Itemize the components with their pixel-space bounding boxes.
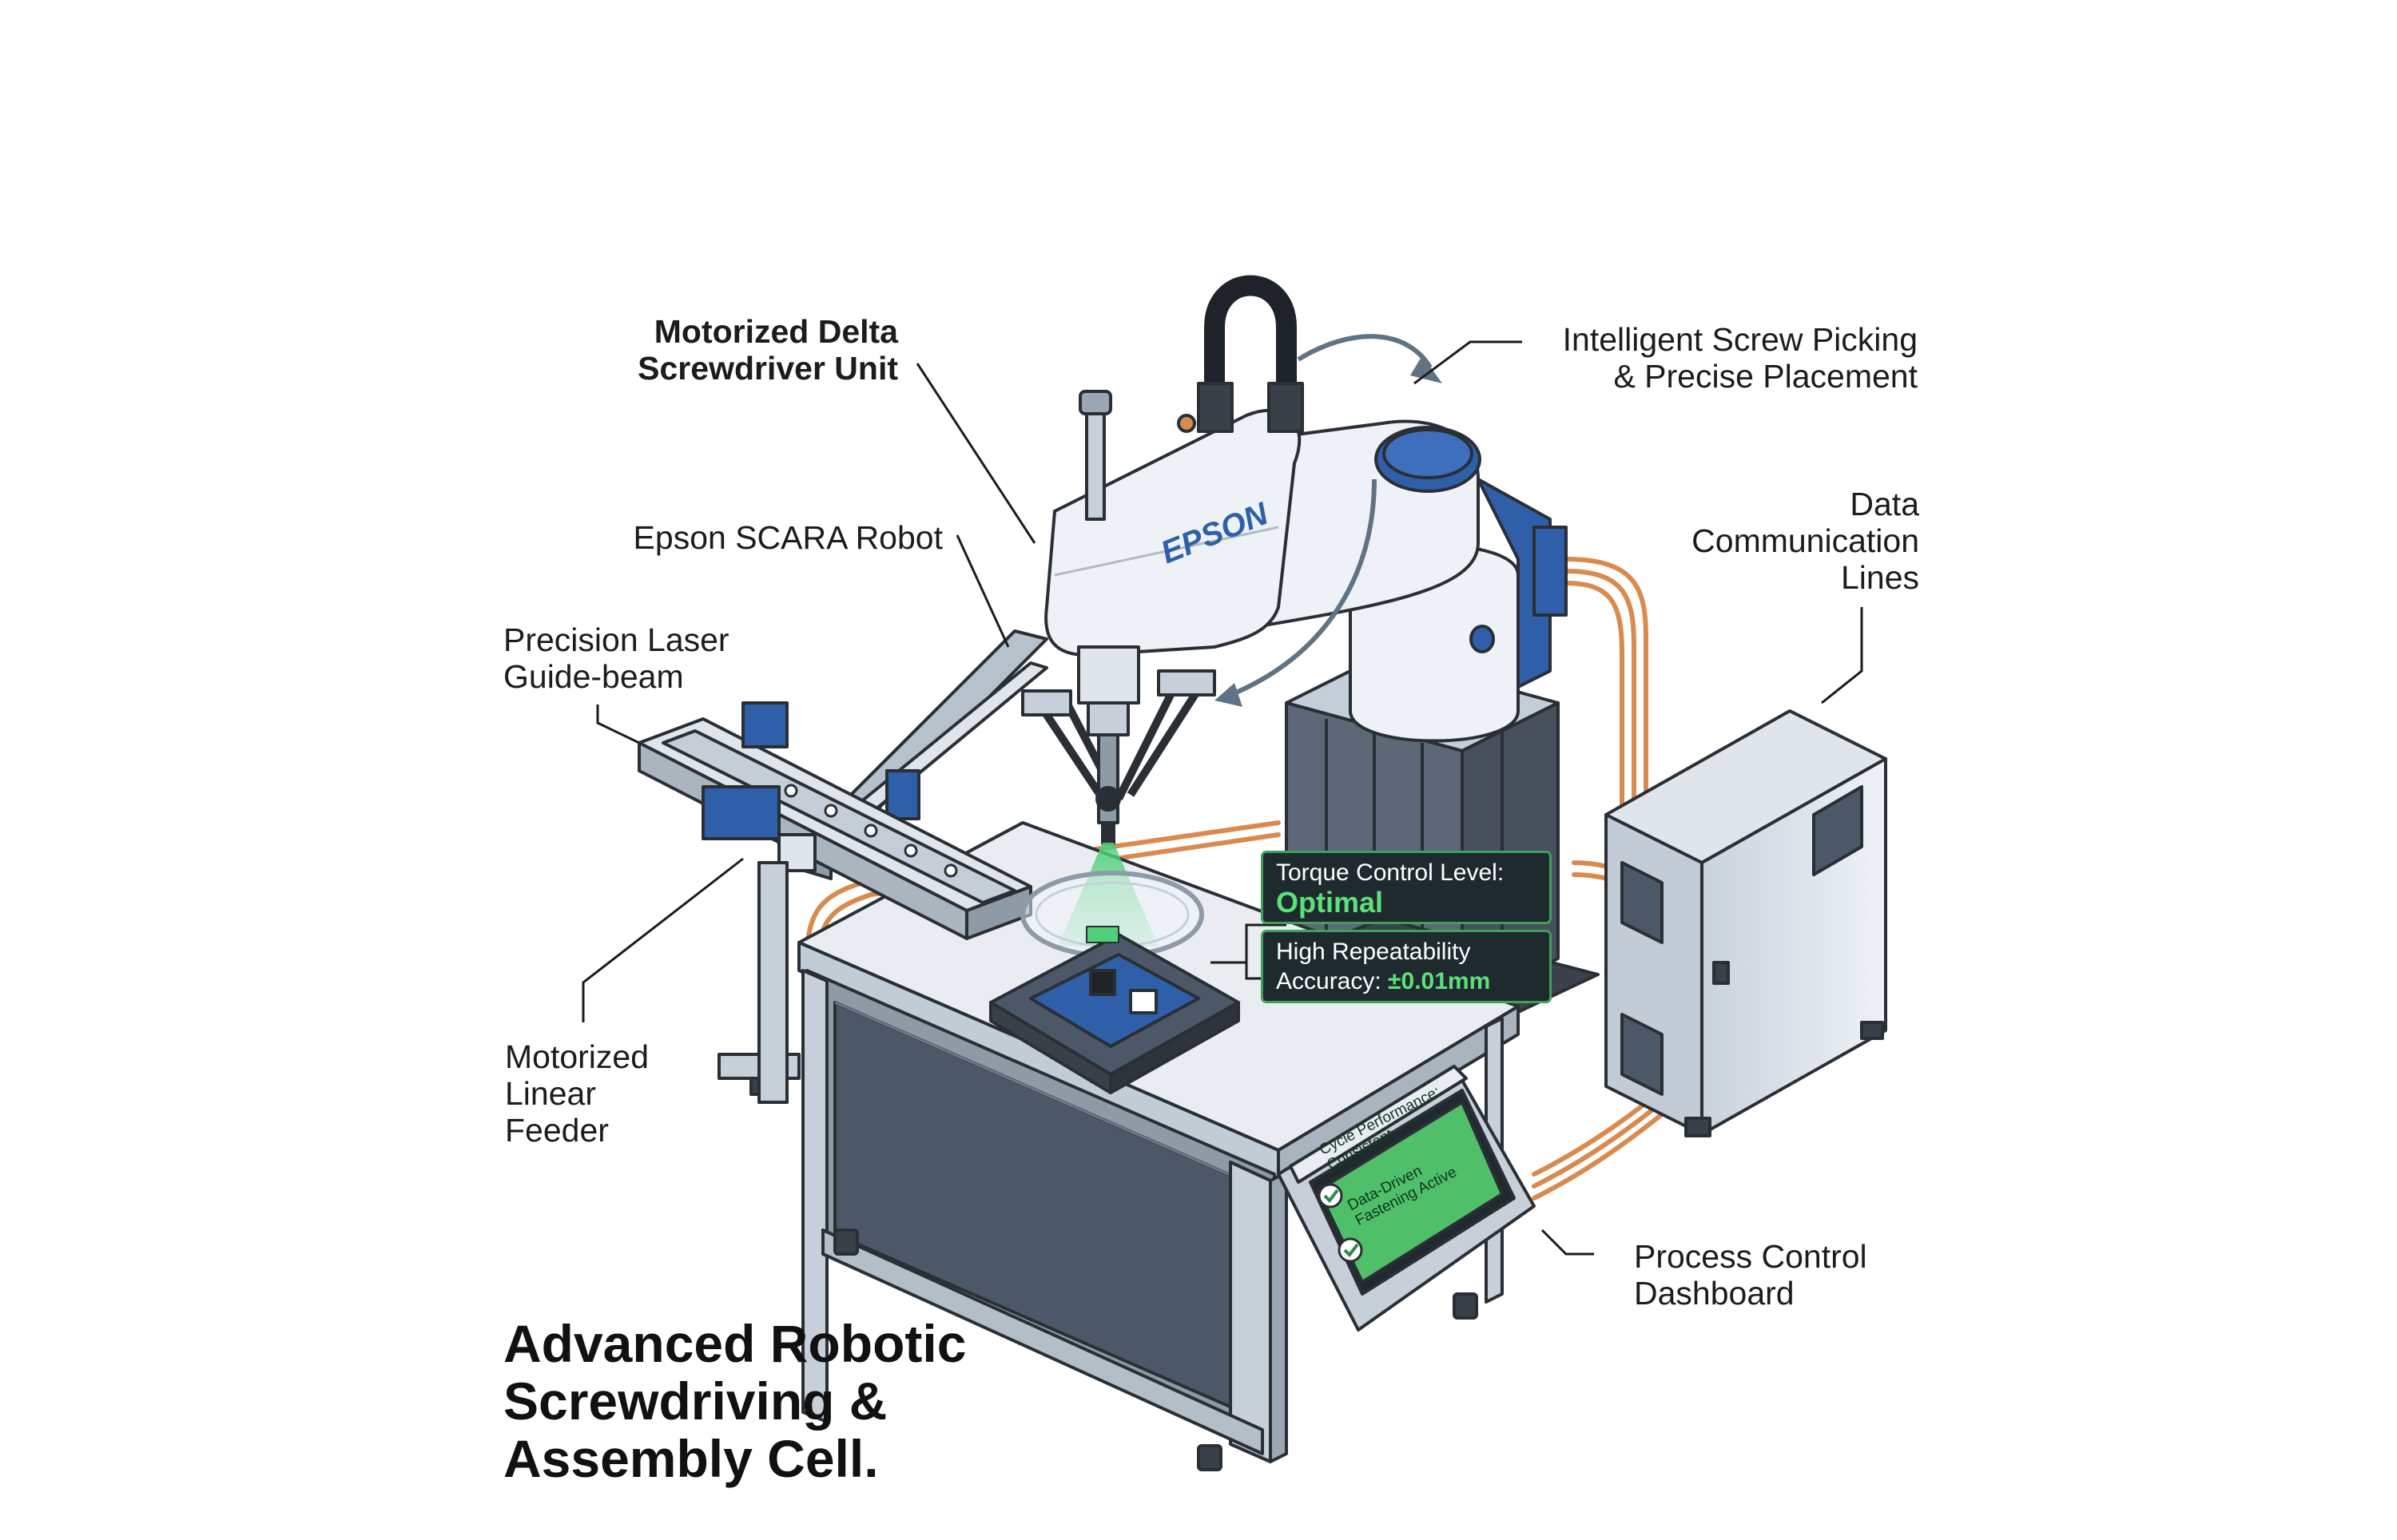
curved-arrow-icon <box>1297 334 1433 369</box>
curved-arrow-icon <box>1229 478 1377 697</box>
title-line: Assembly Cell. <box>503 1429 879 1488</box>
callout-line: Epson SCARA Robot <box>633 519 943 556</box>
callout-delta-screwdriver-unit: Motorized Delta Screwdriver Unit <box>638 313 898 387</box>
callout-line: Data <box>1850 486 1919 522</box>
callout-line: Linear <box>505 1075 596 1112</box>
callout-line: & Precise Placement <box>1613 358 1918 395</box>
repeatability-value: ±0.01mm <box>1388 968 1491 994</box>
callout-line: Screwdriver Unit <box>638 350 898 387</box>
callout-epson-scara-robot: Epson SCARA Robot <box>634 519 943 556</box>
callout-line: Guide-beam <box>503 658 684 695</box>
callout-process-control-dashboard: Process Control Dashboard <box>1634 1238 1867 1312</box>
title-line: Advanced Robotic <box>503 1314 967 1373</box>
callout-precision-laser: Precision Laser Guide-beam <box>503 621 729 695</box>
check-icon <box>1343 1243 1359 1258</box>
callout-linear-feeder: Motorized Linear Feeder <box>505 1038 649 1149</box>
callout-line: Lines <box>1840 559 1919 596</box>
torque-status-box: Torque Control Level: Optimal <box>1261 851 1552 924</box>
scara-robot <box>1021 275 1568 845</box>
callout-leader-lines <box>582 340 1863 1256</box>
callout-data-communication-lines: Data Communication Lines <box>1691 486 1919 596</box>
callout-line: Motorized Delta <box>654 313 898 350</box>
curved-arrow-icon <box>1410 355 1442 383</box>
repeatability-status-box: High Repeatability Accuracy: ±0.01mm <box>1261 930 1552 1003</box>
check-icon <box>1338 1237 1363 1263</box>
check-icon <box>1323 1189 1339 1204</box>
control-cabinet <box>1604 709 1887 1137</box>
linear-feeder <box>638 701 1032 1104</box>
torque-label: Torque Control Level: <box>1276 859 1505 886</box>
title-line: Screwdriving & <box>503 1371 888 1431</box>
repeatability-label: High Repeatability <box>1276 939 1471 965</box>
callout-line: Process Control <box>1634 1238 1867 1275</box>
callout-line: Motorized <box>505 1038 650 1075</box>
repeatability-accuracy-label: Accuracy: <box>1276 968 1389 994</box>
callout-line: Precision Laser <box>503 621 729 658</box>
callout-line: Dashboard <box>1634 1275 1795 1312</box>
callout-line: Intelligent Screw Picking <box>1562 321 1918 358</box>
torque-value: Optimal <box>1276 886 1384 919</box>
curved-arrow-icon <box>1214 683 1242 707</box>
laser-guide-beam <box>1020 843 1204 959</box>
callout-screw-picking: Intelligent Screw Picking & Precise Plac… <box>1563 321 1918 395</box>
callout-line: Feeder <box>505 1112 609 1149</box>
check-icon <box>1318 1183 1343 1209</box>
callout-line: Communication <box>1691 522 1919 559</box>
main-title: Advanced Robotic Screwdriving & Assembly… <box>503 1315 966 1487</box>
pcb-fixture <box>989 926 1240 1094</box>
